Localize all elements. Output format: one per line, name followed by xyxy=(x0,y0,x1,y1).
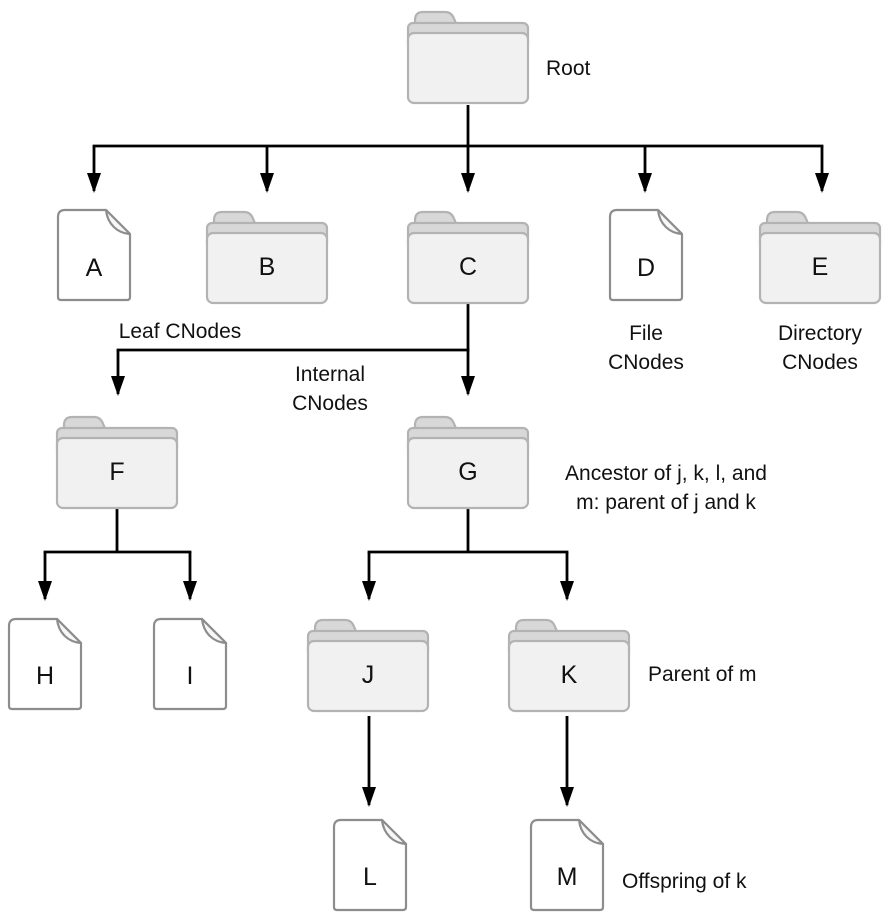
node-i: I xyxy=(152,617,228,711)
node-j: J xyxy=(306,618,430,713)
root-caption: Root xyxy=(546,57,591,80)
node-g: G xyxy=(406,415,530,510)
directory-cnodes-caption-line1: Directory xyxy=(778,322,863,345)
directory-cnodes-caption-line2: CNodes xyxy=(782,351,858,374)
node-f: F xyxy=(55,415,179,510)
node-a: A xyxy=(56,208,132,302)
file-cnodes-caption-line1: File xyxy=(629,322,663,345)
ancestor-note-line1: Ancestor of j, k, l, and xyxy=(565,462,767,485)
node-i-label: I xyxy=(187,662,194,690)
parent-of-m-caption: Parent of m xyxy=(648,663,757,686)
folder-icon xyxy=(406,10,530,105)
node-m-label: M xyxy=(557,863,578,891)
node-e-label: E xyxy=(812,253,829,281)
node-c: C xyxy=(406,210,530,305)
node-l: L xyxy=(332,818,408,912)
node-c-label: C xyxy=(459,253,477,281)
offspring-of-k-caption: Offspring of k xyxy=(622,870,747,893)
node-b-label: B xyxy=(259,253,276,281)
node-d: D xyxy=(608,208,684,302)
file-cnodes-caption-line2: CNodes xyxy=(608,351,684,374)
node-m: M xyxy=(529,818,605,912)
node-e: E xyxy=(758,210,882,305)
ancestor-note-line2: m: parent of j and k xyxy=(576,491,756,514)
internal-cnodes-caption-line2: CNodes xyxy=(292,392,368,415)
node-root: Root xyxy=(406,10,591,105)
node-h: H xyxy=(7,617,83,711)
node-b: B xyxy=(205,210,329,305)
leaf-cnodes-caption: Leaf CNodes xyxy=(119,320,242,343)
node-k-label: K xyxy=(561,661,578,689)
node-k: K xyxy=(507,618,631,713)
node-j-label: J xyxy=(362,661,375,689)
annotations: Leaf CNodes Internal CNodes File CNodes … xyxy=(119,320,863,893)
node-g-label: G xyxy=(458,458,477,486)
node-f-label: F xyxy=(109,458,124,486)
node-h-label: H xyxy=(36,662,54,690)
node-a-label: A xyxy=(86,254,103,282)
node-l-label: L xyxy=(363,863,377,891)
node-d-label: D xyxy=(637,254,655,282)
edges xyxy=(38,105,829,807)
internal-cnodes-caption-line1: Internal xyxy=(295,363,365,386)
